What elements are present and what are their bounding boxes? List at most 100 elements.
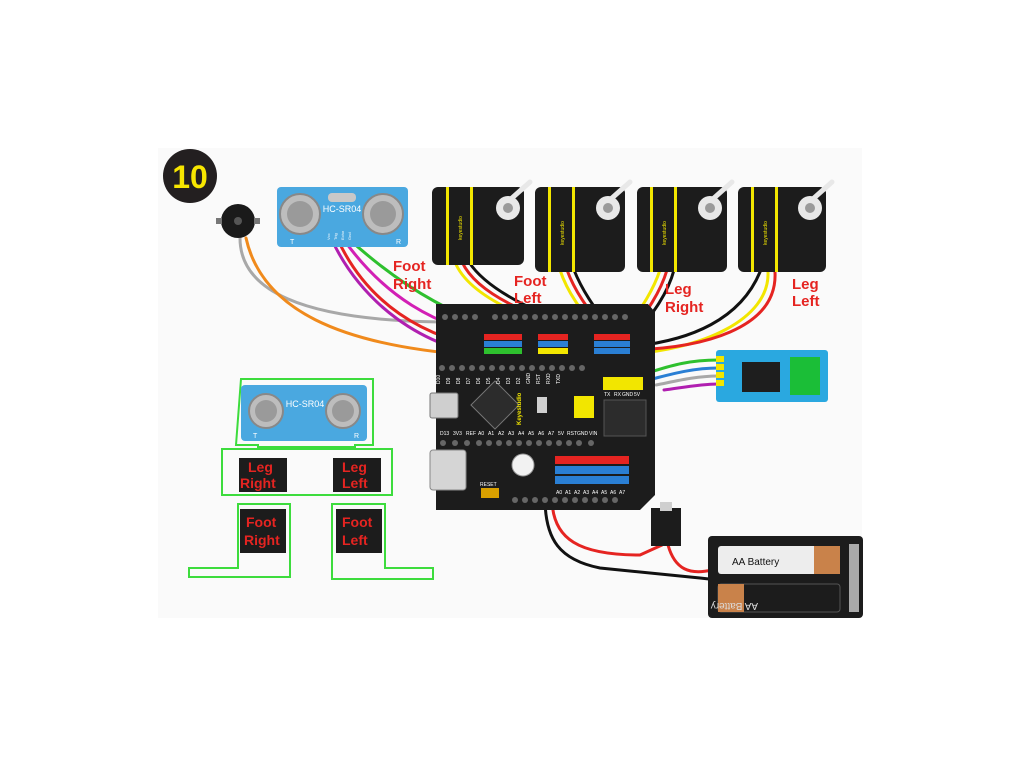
analog-pin-label: A1 [565, 490, 571, 496]
robot-leg-right-line1: Leg [248, 459, 273, 475]
pin-label: D10 [436, 375, 442, 384]
servo-label-line2: Right [393, 276, 431, 293]
buzzer-leg-left [216, 218, 222, 224]
board-chip [470, 380, 520, 430]
robot-leg-right-servo [239, 458, 287, 492]
pin-label: RST [536, 374, 542, 384]
servo-stripe [446, 187, 449, 265]
servo-arm [711, 179, 735, 201]
bt-pin-header [716, 356, 724, 386]
robot-leg-left-servo [333, 458, 381, 492]
servo-label-line2: Left [514, 290, 542, 307]
servo-stripe [674, 187, 677, 272]
switch-body [651, 508, 681, 546]
robot-foot-right-servo [240, 509, 286, 553]
ultrasonic-t: T [290, 239, 295, 246]
ultrasonic-eye-left-inner [287, 201, 313, 227]
battery-terminal [849, 544, 859, 612]
servo-arm [811, 179, 835, 201]
ultrasonic-sensor: HC-SR04 T R Vcc Trig Echo Gnd [277, 187, 408, 247]
robot-sensor-model: HC-SR04 [286, 399, 325, 409]
bt-pin-label: 5V [634, 392, 641, 398]
robot-leg-right-line2: Right [240, 475, 276, 491]
analog-pin-label: A6 [610, 490, 616, 496]
robot-foot-right-line2: Right [244, 532, 280, 548]
servo-leg-left: keyestudio Leg Left [738, 179, 835, 310]
analog-pin-label: A5 [601, 490, 607, 496]
board-i2c-header [603, 399, 647, 437]
bt-chip [742, 362, 780, 392]
step-number: 10 [172, 159, 208, 195]
power-wire-red-2 [666, 543, 714, 574]
robot-foot-right-outline [188, 503, 291, 578]
power-switch [651, 502, 681, 546]
pin-label: D3 [506, 377, 512, 384]
power-wire-black [543, 496, 720, 582]
robot-sensor-r: R [354, 433, 359, 440]
ultrasonic-r: R [396, 239, 401, 246]
robot-foot-right-line1: Foot [246, 514, 277, 530]
analog-pin-label: A4 [592, 490, 598, 496]
servo-brand: keyestudio [560, 221, 566, 245]
servo-label-line2: Left [792, 293, 820, 310]
ultrasonic-pin-echo: Echo [340, 230, 345, 240]
board-analog-header: A0 A1 A2 A3 A4 A5 A6 A7 [555, 456, 629, 496]
battery-cell-2-copper [718, 584, 744, 612]
board-top-header-holes [440, 440, 594, 446]
battery-cell-2-label: AA Battery [711, 600, 758, 611]
pin-label: VIN [589, 431, 598, 437]
robot-foot-left-line1: Foot [342, 514, 373, 530]
pin-label: D7 [466, 377, 472, 384]
servo-horn-hub [603, 203, 613, 213]
pin-label: RXD [546, 373, 552, 384]
pin-label: A5 [528, 431, 534, 437]
battery-cell-1-label: AA Battery [732, 557, 779, 568]
board-capacitor [511, 453, 535, 477]
servo-foot-right: keyestudio Foot Right [393, 179, 533, 293]
board-pin-header-right [594, 334, 630, 354]
pin-label: RST [567, 431, 577, 437]
board-digital-holes [439, 365, 585, 371]
battery-holder: AA Battery AA Battery [708, 536, 863, 618]
bluetooth-module [716, 350, 828, 402]
pin-label: GND [577, 431, 589, 437]
ultrasonic-pin-trig: Trig [333, 233, 338, 240]
servo-stripe [751, 187, 754, 272]
board-pin-header-left [484, 334, 522, 354]
controller-board: RESET Keyestudio D10 D9 D8 D7 D6 D5 D4 D… [429, 304, 655, 510]
pin-label: A2 [498, 431, 504, 437]
analog-pin-label: A3 [583, 490, 589, 496]
board-bt-header: TX RX GND 5V [603, 377, 643, 398]
servo-label-line1: Leg [792, 276, 819, 293]
analog-pin-label: A0 [556, 490, 562, 496]
servo-brand: keyestudio [763, 221, 769, 245]
board-digital-labels: D10 D9 D8 D7 D6 D5 D4 D3 D2 GND RST RXD … [436, 373, 562, 385]
pin-label: A0 [478, 431, 484, 437]
buzzer-hole [234, 217, 242, 225]
board-usb-port [429, 392, 459, 419]
ultrasonic-crystal [328, 193, 356, 202]
pin-label: REF [466, 431, 476, 437]
pin-label: A3 [508, 431, 514, 437]
board-top-labels: D13 3V3 REF A0 A1 A2 A3 A4 A5 A6 A7 5V R… [440, 431, 598, 437]
ultrasonic-eye-right-inner [370, 201, 396, 227]
pin-label: D6 [476, 377, 482, 384]
bt-wire-purple [662, 382, 720, 392]
servo-stripe [650, 187, 653, 272]
robot-head-outline [234, 378, 374, 448]
bt-antenna [790, 357, 820, 395]
battery-cell-1 [718, 546, 840, 574]
servo-brand: keyestudio [662, 221, 668, 245]
board-top-holes [442, 314, 628, 320]
pin-label: D2 [516, 377, 522, 384]
pin-label: A4 [518, 431, 524, 437]
servo-label-line2: Right [665, 299, 703, 316]
board-bottom-holes [512, 497, 618, 503]
servo-brand: keyestudio [458, 216, 464, 240]
servo-label-line1: Foot [514, 273, 546, 290]
board-pin-header-middle [538, 334, 568, 354]
buzzer-leg-right [254, 218, 260, 224]
servo-arm [609, 179, 633, 201]
robot-foot-left-line2: Left [342, 532, 368, 548]
